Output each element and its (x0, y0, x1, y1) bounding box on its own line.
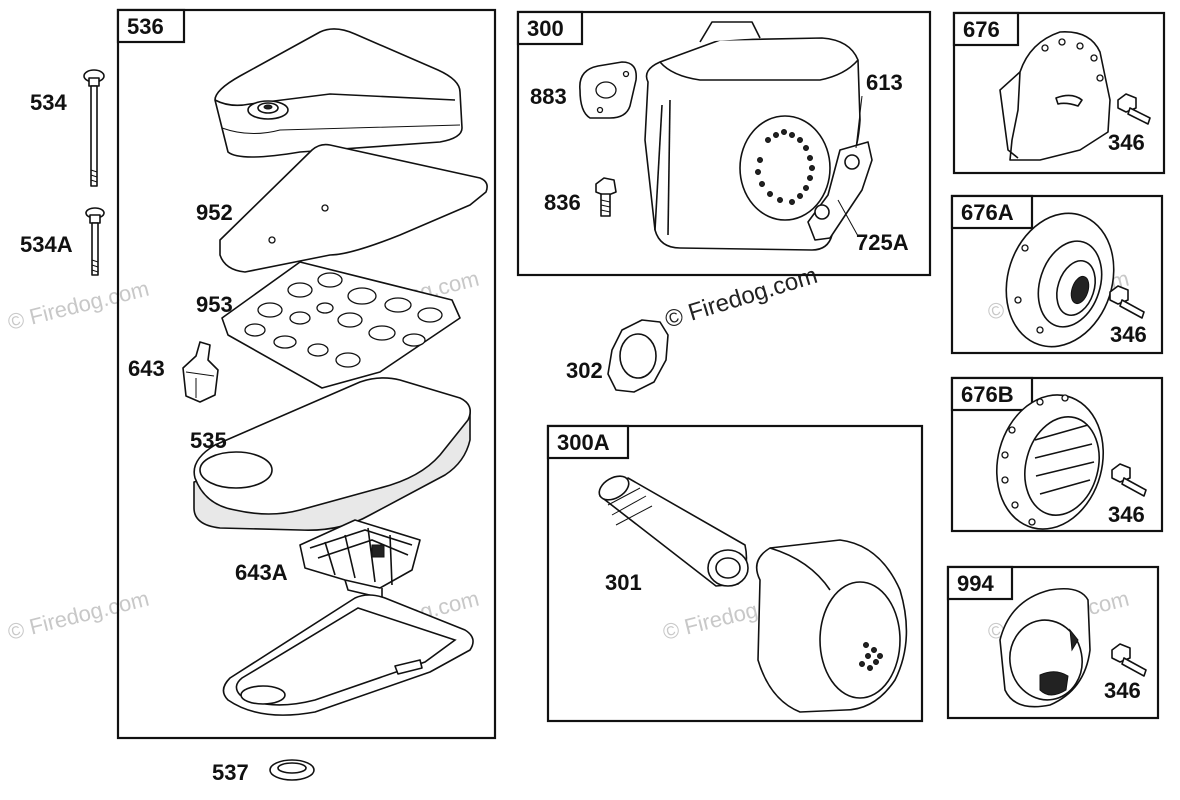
foam-element-535 (193, 377, 471, 532)
group-tag: 676B (961, 382, 1014, 407)
group-994-frame (946, 565, 1160, 720)
bracket-643A (299, 519, 421, 600)
callout-301: 301 (605, 570, 642, 595)
group-676A[interactable]: 676A 346 (950, 194, 1164, 361)
bolt-534A (85, 207, 105, 276)
group-994[interactable]: 994 346 (946, 565, 1160, 720)
callout-302: 302 (566, 358, 603, 383)
guard-676B (995, 394, 1105, 530)
group-676B[interactable]: 676B 346 (950, 376, 1164, 541)
guard-994 (999, 587, 1091, 708)
pipe-301 (598, 475, 749, 587)
bolt-836 (595, 177, 617, 217)
callout-346: 346 (1104, 678, 1141, 703)
air-cleaner-cover (214, 28, 463, 158)
screw-346 (1117, 93, 1151, 125)
callout-952: 952 (196, 200, 233, 225)
callout-537: 537 (212, 760, 249, 785)
group-676A-frame (950, 194, 1164, 355)
callout-613: 613 (866, 70, 903, 95)
group-tag: 676 (963, 17, 1000, 42)
callout-346: 346 (1108, 502, 1145, 527)
screen-953 (221, 261, 461, 389)
deflector-613 (807, 141, 873, 241)
callout-346: 346 (1110, 322, 1147, 347)
callout-883: 883 (530, 84, 567, 109)
group-tag: 300 (527, 16, 564, 41)
guard-676A (1005, 212, 1115, 348)
callout-953: 953 (196, 292, 233, 317)
muffler-perforations (755, 129, 815, 205)
gasket-952 (219, 143, 488, 273)
group-536-frame (116, 8, 497, 740)
watermark: © Firedog.com (5, 586, 151, 645)
bolt-534 (83, 69, 105, 187)
watermark-center: © Firedog.com (662, 262, 821, 334)
muffler-perforations (859, 642, 883, 671)
locknut-302 (607, 319, 669, 393)
callout-725A: 725A (856, 230, 909, 255)
callout-836: 836 (544, 190, 581, 215)
guard-676 (999, 31, 1111, 161)
callout-534A: 534A (20, 232, 73, 257)
screw-346 (1111, 463, 1147, 497)
screw-346 (1111, 643, 1147, 677)
watermark: © Firedog.com (5, 276, 151, 335)
callout-643: 643 (128, 356, 165, 381)
group-tag: 994 (957, 571, 994, 596)
ring-537 (269, 759, 315, 781)
callout-535: 535 (190, 428, 227, 453)
group-tag: 300A (557, 430, 610, 455)
group-300-frame (516, 10, 932, 277)
group-676-frame (952, 11, 1166, 175)
group-tag: 536 (127, 14, 164, 39)
callout-643A: 643A (235, 560, 288, 585)
callout-346: 346 (1108, 130, 1145, 155)
screw-346 (1109, 285, 1145, 319)
callout-534: 534 (30, 90, 67, 115)
muffler-300A (755, 539, 908, 713)
clip-643 (182, 341, 219, 403)
group-676B-frame (950, 376, 1164, 533)
base-tray (222, 594, 474, 716)
group-300A[interactable]: 300A 301 (546, 424, 924, 723)
group-300[interactable]: 300 (516, 10, 932, 277)
muffler-300 (644, 21, 861, 251)
group-676[interactable]: 676 346 (952, 11, 1166, 175)
group-300A-frame (546, 424, 924, 723)
group-tag: 676A (961, 200, 1014, 225)
gasket-883 (579, 61, 638, 119)
group-536[interactable]: 536 (116, 8, 497, 740)
